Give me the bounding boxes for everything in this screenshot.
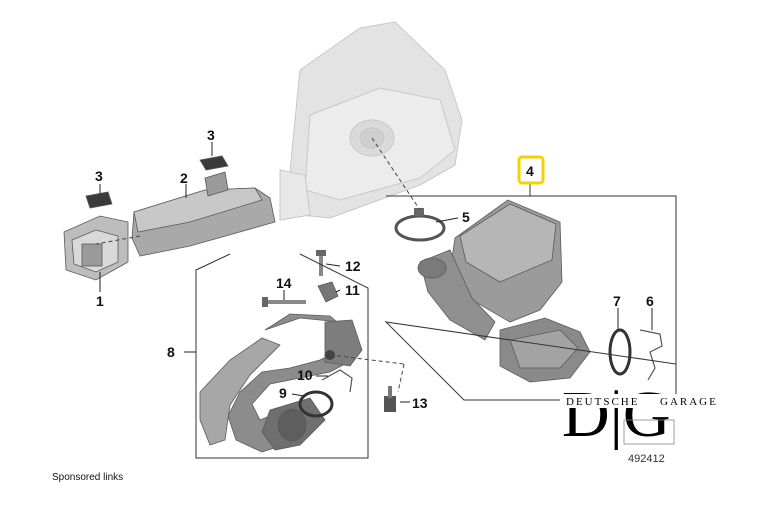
callout-5[interactable]: 5 [462,209,470,225]
diagram-reference-number: 492412 [628,453,665,465]
part-11-clip[interactable] [317,281,339,303]
part-6-wire-clip[interactable] [639,329,663,381]
callout-2[interactable]: 2 [180,170,188,186]
part-14-bolt[interactable] [262,297,306,307]
callout-8[interactable]: 8 [167,344,175,360]
part-10-wire-clip[interactable] [321,369,353,393]
logo-left-word: DEUTSCHE [566,396,639,408]
callout-6[interactable]: 6 [646,293,654,309]
diagram-reference: 492412 [623,419,675,465]
callout-3a[interactable]: 3 [207,127,215,143]
part-2-intake-duct[interactable] [131,171,276,257]
callout-numbers: 1 2 3 3 4 5 6 7 8 9 10 11 12 13 14 [95,127,654,411]
part-7-seal-ring[interactable] [608,328,632,376]
callout-9[interactable]: 9 [279,385,287,401]
part-4-intake-silencer[interactable] [417,199,591,383]
callout-7[interactable]: 7 [613,293,621,309]
part-8-intake-pipe[interactable] [199,313,363,453]
group-frame-lines [195,182,677,459]
callout-10[interactable]: 10 [297,367,313,383]
part-1-intake-bracket[interactable] [63,215,129,281]
logo-letters: D|G [562,378,671,451]
callout-12[interactable]: 12 [345,258,361,274]
part-5-hose-clamp[interactable] [394,208,446,242]
part-3-rubber-pad[interactable] [85,155,229,209]
air-filter-housing-ghost [279,21,463,221]
callout-14[interactable]: 14 [276,275,292,291]
sponsored-links-label: Sponsored links [52,472,124,483]
leader-lines [95,137,653,403]
callout-11[interactable]: 11 [345,282,360,298]
callout-1[interactable]: 1 [96,293,104,309]
deutsche-garage-watermark-logo: D|G DEUTSCHE GARAGE [560,378,726,451]
callout-3b[interactable]: 3 [95,168,103,184]
callout-13[interactable]: 13 [412,395,428,411]
logo-right-word: GARAGE [660,396,718,408]
callout-4[interactable]: 4 [526,163,534,179]
part-4-highlight [517,155,545,185]
part-12-screw[interactable] [316,250,326,276]
part-13-sensor[interactable] [384,386,396,412]
part-9-seal-ring[interactable] [298,390,334,418]
